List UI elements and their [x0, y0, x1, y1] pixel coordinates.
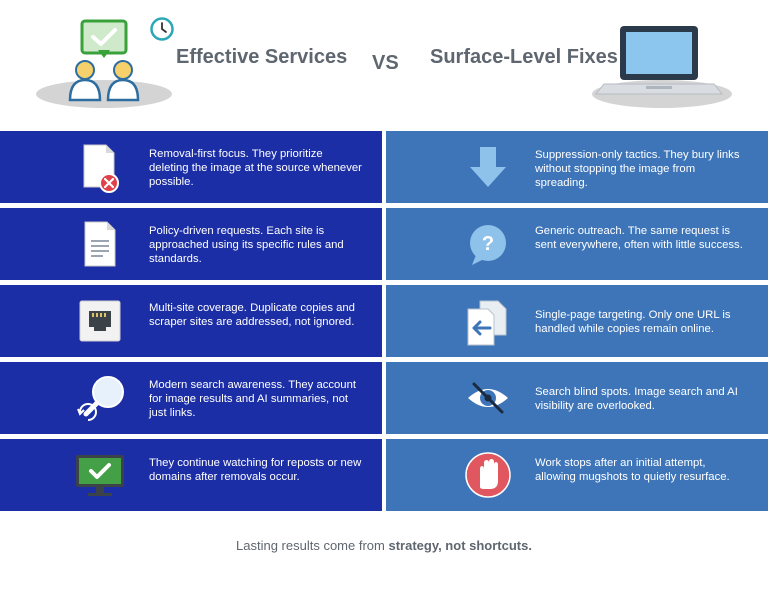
copy-document-icon — [467, 300, 507, 346]
surface-cell-3: Single-page targeting. Only one URL is h… — [386, 285, 768, 357]
eye-slash-icon — [468, 382, 508, 414]
effective-cell-2: Policy-driven requests. Each site is app… — [0, 208, 382, 280]
effective-text-5: They continue watching for reposts or ne… — [149, 457, 362, 483]
surface-text-1: Suppression-only tactics. They bury link… — [535, 149, 740, 189]
surface-cell-4: Search blind spots. Image search and AI … — [386, 362, 768, 434]
effective-cell-4: Modern search awareness. They account fo… — [0, 362, 382, 434]
comparison-row-5: They continue watching for reposts or ne… — [0, 439, 768, 511]
comparison-row-3: Multi-site coverage. Duplicate copies an… — [0, 285, 768, 357]
effective-cell-5: They continue watching for reposts or ne… — [0, 439, 382, 511]
effective-text-2: Policy-driven requests. Each site is app… — [149, 225, 344, 265]
question-bubble-icon: ? — [470, 225, 506, 265]
effective-text-4: Modern search awareness. They account fo… — [149, 379, 357, 419]
comparison-row-1: Removal-first focus. They prioritize del… — [0, 131, 768, 203]
surface-text-5: Work stops after an initial attempt, all… — [535, 457, 730, 483]
vs-label: VS — [372, 52, 399, 74]
down-arrow-icon — [470, 147, 506, 187]
laptop-icon — [592, 26, 732, 108]
comparison-row-4: Modern search awareness. They account fo… — [0, 362, 768, 434]
header: Effective Services VS Surface-Level Fixe… — [0, 0, 768, 130]
effective-cell-3: Multi-site coverage. Duplicate copies an… — [0, 285, 382, 357]
consultation-illustration-icon — [36, 19, 172, 108]
comparison-row-2: Policy-driven requests. Each site is app… — [0, 208, 768, 280]
search-refresh-icon — [77, 376, 124, 421]
footer-prefix: Lasting results come from — [236, 538, 389, 553]
effective-text-1: Removal-first focus. They prioritize del… — [149, 148, 362, 188]
monitor-check-icon — [76, 455, 124, 496]
surface-text-3: Single-page targeting. Only one URL is h… — [535, 309, 731, 335]
network-port-icon — [79, 300, 121, 342]
effective-cell-1: Removal-first focus. They prioritize del… — [0, 131, 382, 203]
surface-cell-5: Work stops after an initial attempt, all… — [386, 439, 768, 511]
footer-emphasis: strategy, not shortcuts. — [388, 538, 532, 553]
svg-text:?: ? — [482, 233, 494, 255]
surface-cell-1: Suppression-only tactics. They bury link… — [386, 131, 768, 203]
image-delete-icon — [83, 144, 119, 193]
surface-cell-2: ? Generic outreach. The same request is … — [386, 208, 768, 280]
footer-tagline: Lasting results come from strategy, not … — [0, 538, 768, 553]
document-icon — [84, 221, 116, 267]
surface-text-2: Generic outreach. The same request is se… — [535, 225, 743, 251]
effective-text-3: Multi-site coverage. Duplicate copies an… — [149, 302, 355, 328]
clock-icon — [150, 17, 174, 41]
right-title: Surface-Level Fixes — [430, 46, 618, 68]
stop-hand-icon — [465, 452, 511, 498]
left-title: Effective Services — [176, 46, 348, 68]
surface-text-4: Search blind spots. Image search and AI … — [535, 386, 738, 412]
